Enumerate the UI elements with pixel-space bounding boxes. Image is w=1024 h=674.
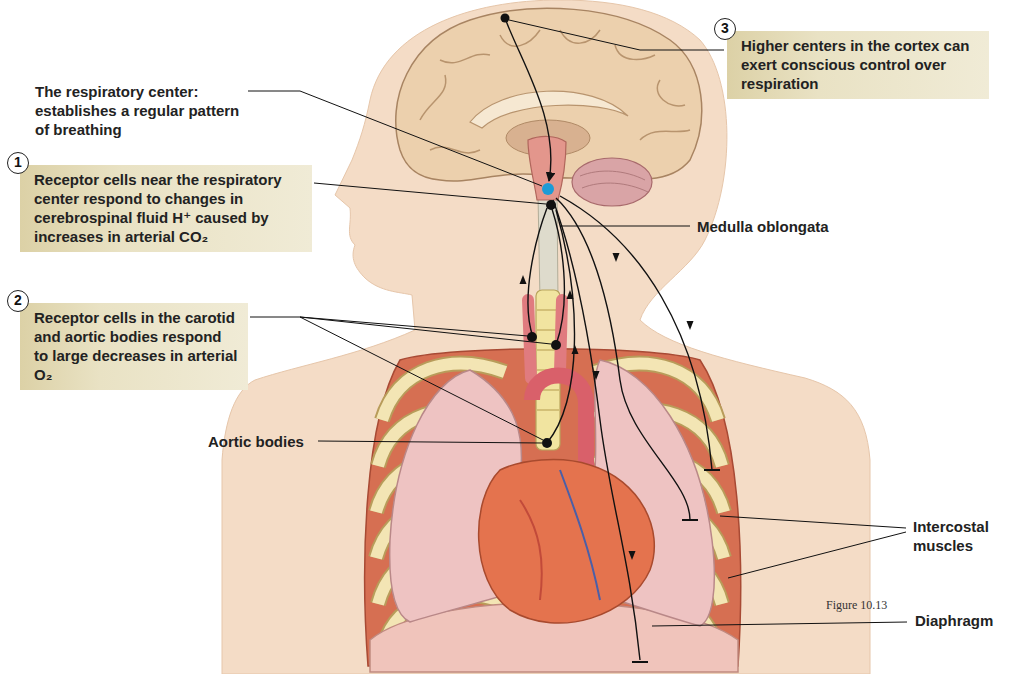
- brainstem: [528, 136, 566, 200]
- body-silhouette: [222, 0, 870, 674]
- cerebellum: [572, 158, 652, 206]
- callout-text: Receptor cells near the respiratory cent…: [34, 170, 302, 246]
- cortical-pathway: [505, 18, 551, 181]
- leader-line: [720, 516, 906, 528]
- motor-nerve: [553, 200, 640, 660]
- callout-box: 1Receptor cells near the respiratory cen…: [20, 165, 312, 252]
- callout-text: Receptor cells in the carotid and aortic…: [34, 308, 238, 384]
- trachea-ring: [537, 409, 559, 411]
- receptor-dot: [542, 438, 552, 448]
- cerebellum-fold: [580, 171, 645, 180]
- nerve-ending: [682, 519, 698, 521]
- direction-arrow: [567, 290, 574, 299]
- leader-line: [318, 441, 542, 443]
- motor-nerve: [556, 198, 690, 520]
- callout-text: Higher centers in the cortex can exert c…: [741, 36, 979, 93]
- direction-arrow: [572, 345, 579, 354]
- trachea-ring: [537, 309, 559, 311]
- callout-number: 1: [7, 152, 29, 174]
- leader-line: [560, 226, 690, 227]
- brain-gyrus: [657, 80, 685, 106]
- respiratory-center-dot: [542, 183, 554, 195]
- structure-label: The respiratory center: establishes a re…: [35, 82, 240, 139]
- structure-label: Aortic bodies: [208, 432, 304, 451]
- structure-label: Medulla oblongata: [697, 217, 829, 236]
- receptor-dot: [551, 340, 561, 350]
- leader-line: [314, 183, 546, 204]
- heart: [479, 460, 655, 624]
- nerve-ending: [704, 469, 720, 471]
- direction-arrow: [613, 253, 620, 262]
- direction-arrow: [629, 551, 636, 560]
- receptor-dot: [527, 332, 537, 342]
- direction-arrow: [593, 371, 600, 380]
- motor-nerve: [560, 196, 712, 470]
- carotid-artery: [560, 300, 562, 372]
- leader-line: [509, 20, 724, 50]
- sensory-nerve: [547, 210, 574, 443]
- callout-box: 2Receptor cells in the carotid and aorti…: [20, 303, 248, 390]
- nerve-ending: [632, 661, 648, 663]
- coronary-vessel: [520, 500, 542, 600]
- brain-gyrus: [640, 130, 690, 140]
- callout-number: 2: [7, 290, 29, 312]
- cortex-dot: [501, 14, 510, 23]
- figure-caption: Figure 10.13: [826, 598, 887, 612]
- brain-gyrus: [500, 30, 540, 46]
- callout-box: 3Higher centers in the cortex can exert …: [727, 31, 989, 99]
- sensory-nerve: [528, 208, 547, 337]
- direction-arrow: [520, 275, 527, 284]
- brain-gyrus: [420, 75, 446, 120]
- brain-gyrus: [615, 45, 655, 59]
- receptor-dot: [546, 200, 556, 210]
- cerebellum-fold: [582, 183, 648, 192]
- spinal-cord: [538, 195, 558, 300]
- leader-line: [300, 317, 551, 344]
- leader-line: [652, 622, 907, 626]
- structure-label: Diaphragm: [915, 611, 993, 630]
- coronary-vessel: [560, 470, 600, 600]
- leader-line: [300, 317, 543, 440]
- brain-gyrus: [440, 54, 490, 63]
- callout-number: 3: [714, 18, 736, 40]
- sensory-nerve: [552, 209, 564, 345]
- structure-label: Intercostal muscles: [913, 517, 1018, 555]
- direction-arrow: [687, 321, 694, 330]
- leader-line: [728, 532, 906, 578]
